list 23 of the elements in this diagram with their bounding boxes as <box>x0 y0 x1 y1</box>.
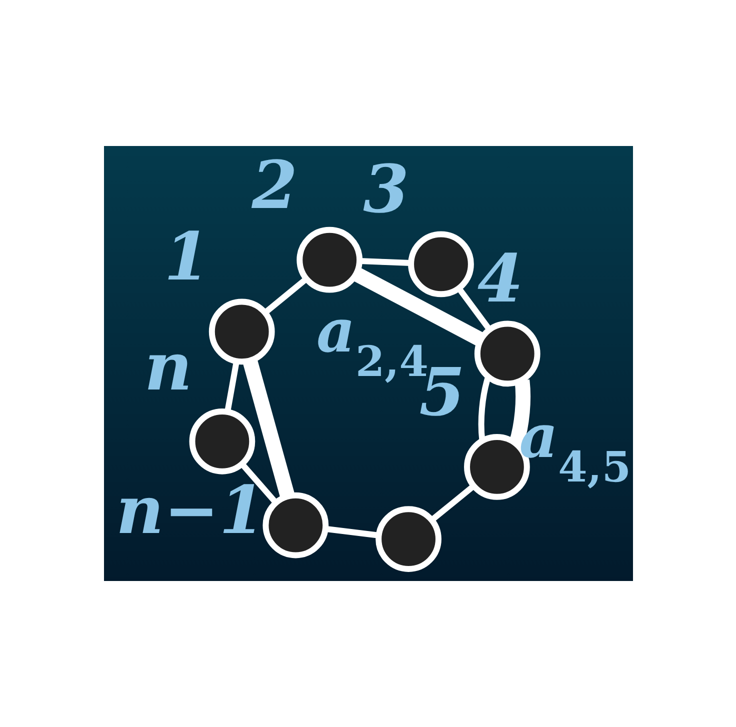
connector <box>224 361 239 412</box>
node-label: n <box>144 327 192 406</box>
node-circle <box>474 320 540 387</box>
node-circle <box>262 492 328 558</box>
node-label: 2 <box>251 146 298 224</box>
connector <box>326 526 378 538</box>
connector <box>429 484 474 522</box>
connector <box>240 462 277 504</box>
connector <box>478 376 490 441</box>
connector <box>456 287 492 332</box>
node-circle <box>408 231 474 298</box>
node-circle <box>296 226 362 293</box>
connector <box>262 277 308 315</box>
node-label: n−1 <box>115 471 264 550</box>
node-circle <box>375 506 441 572</box>
node-label: 3 <box>362 150 408 228</box>
connector <box>359 258 410 266</box>
connector <box>352 268 484 346</box>
node-circle <box>208 298 274 365</box>
node-circle <box>188 408 255 474</box>
node-label: 1 <box>163 218 210 296</box>
node-label: 4 <box>476 240 523 318</box>
connector <box>242 359 294 498</box>
